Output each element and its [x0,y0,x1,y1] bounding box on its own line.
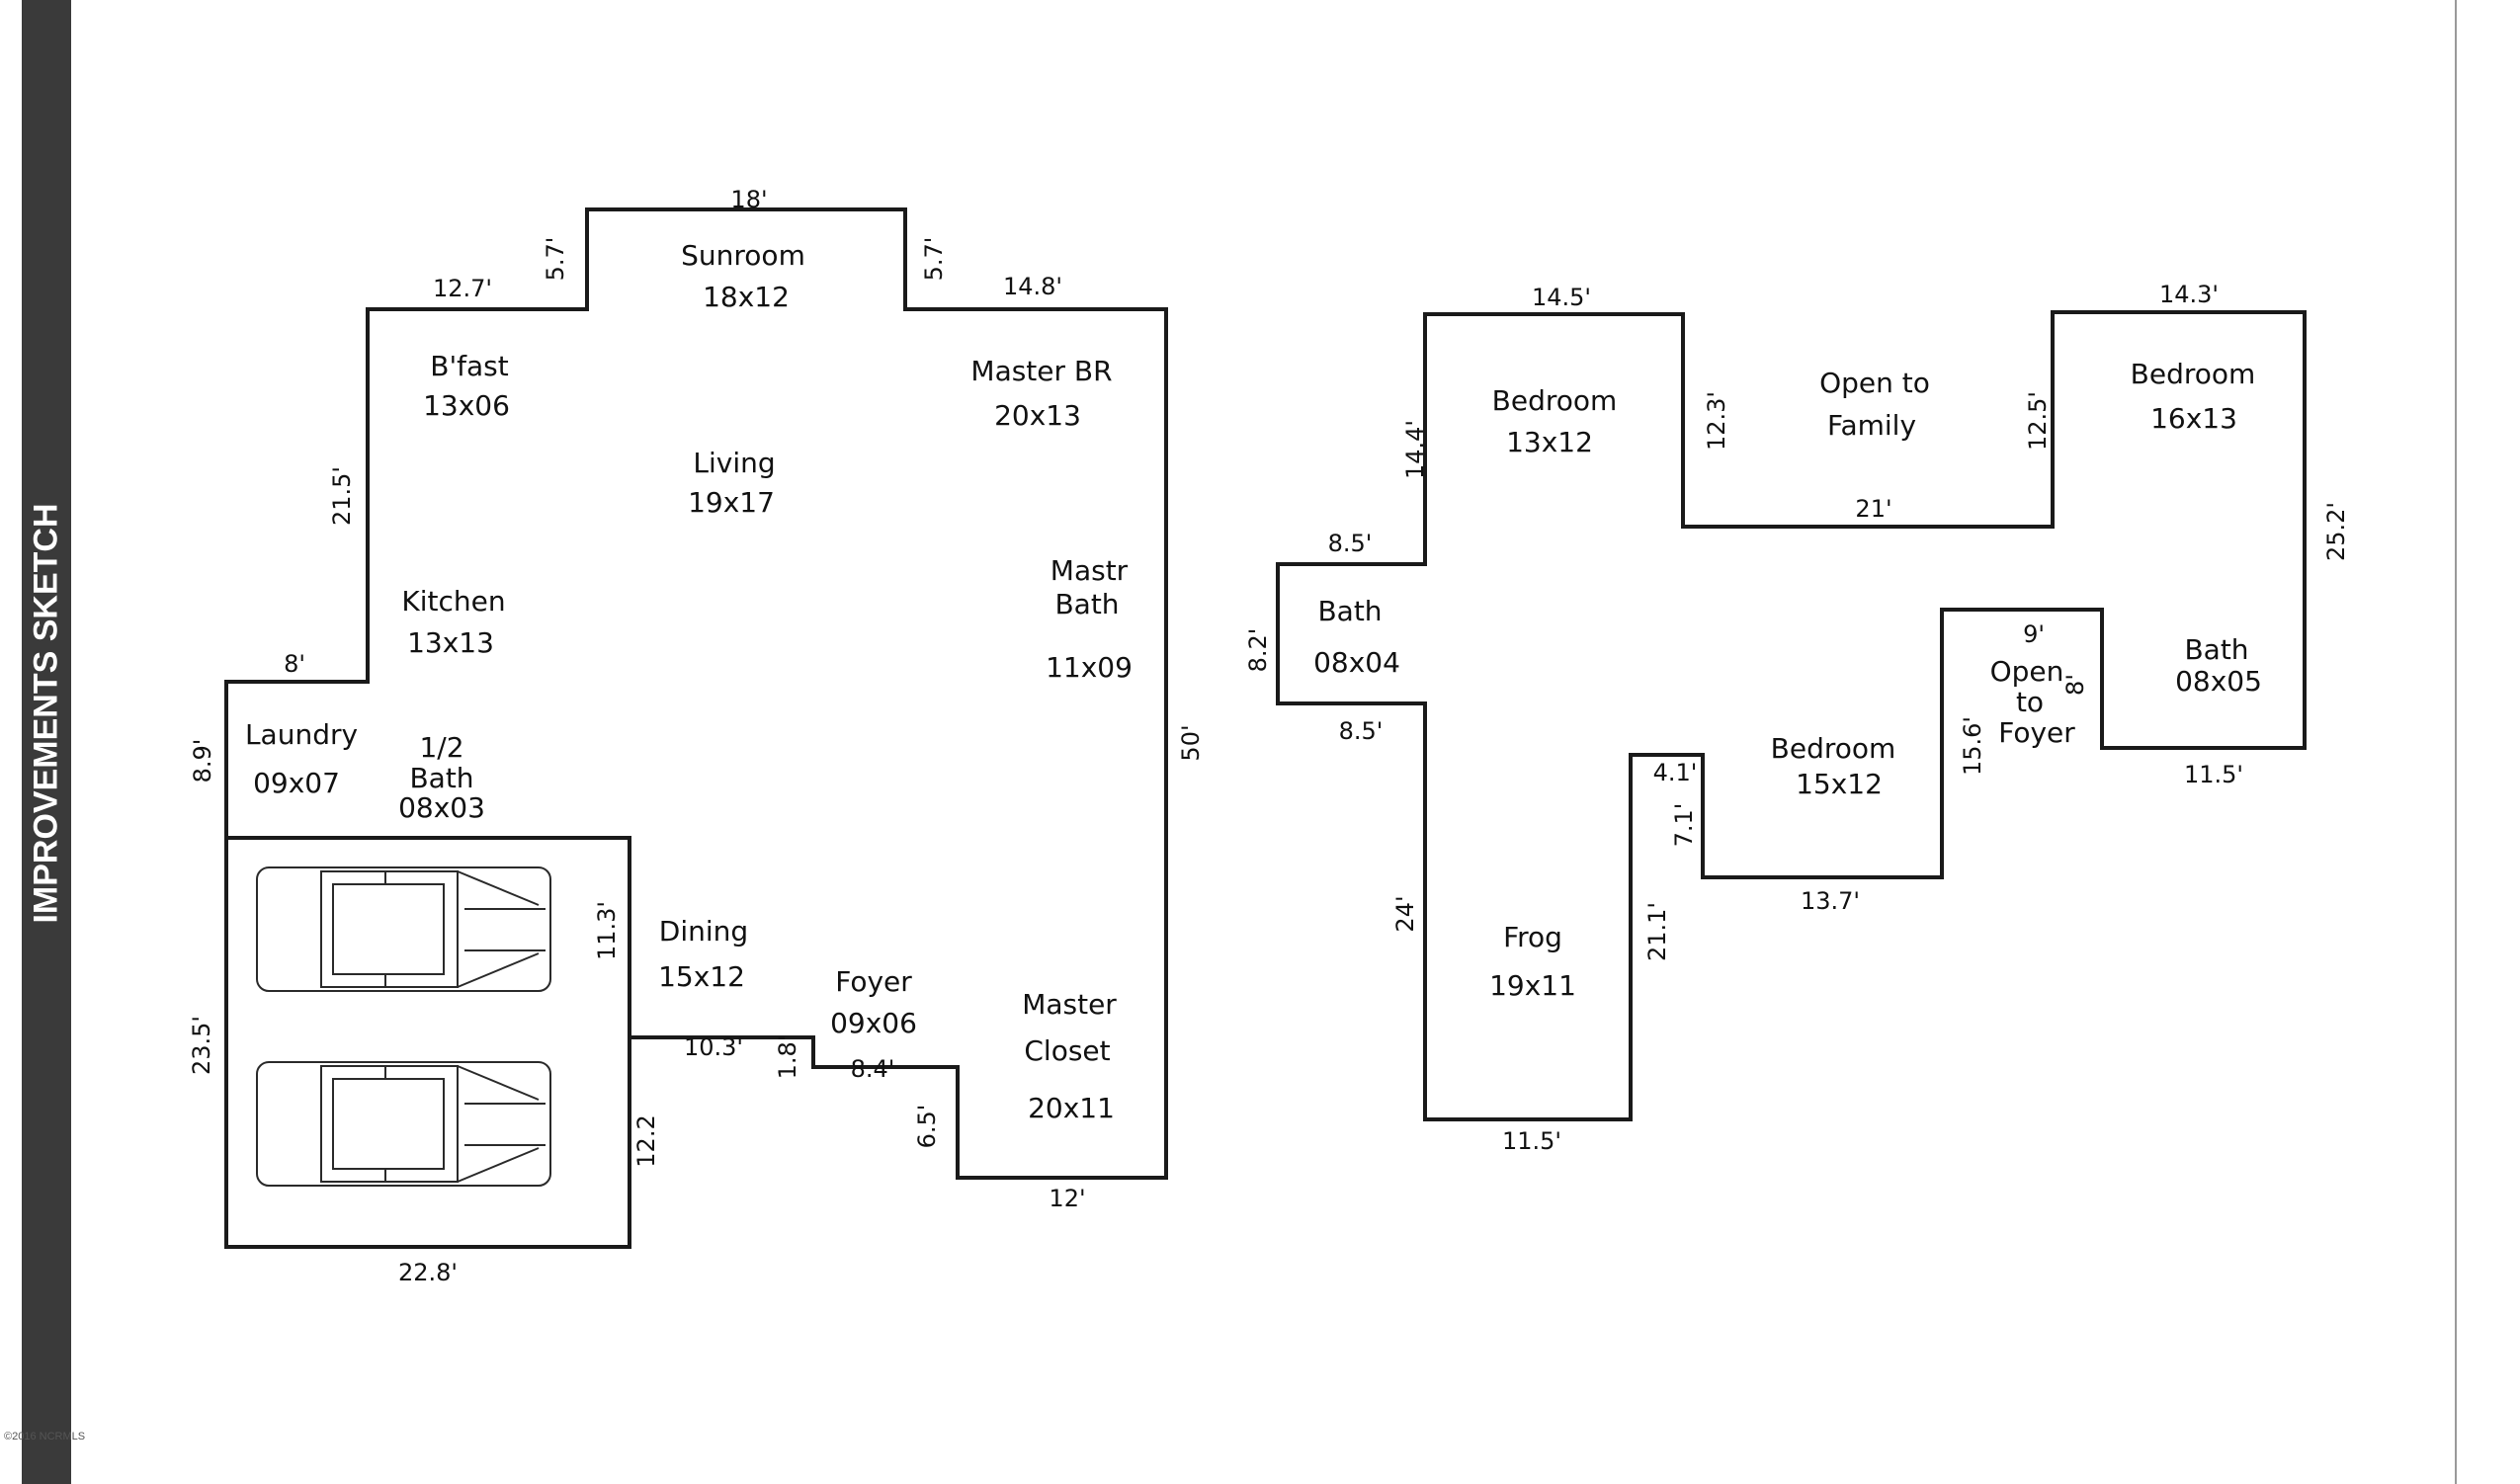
second-floor-outline [1276,310,2307,1121]
dim-closet-bottom: 12' [1049,1185,1085,1212]
dim-laundry-top: 8' [284,650,305,678]
dim-laundry-left: 8.9' [189,739,216,783]
garage-car-top [256,866,551,992]
room-name-bedroom-b: Bedroom [2131,358,2256,390]
room-name-mastr-bath-1: Mastr [1050,554,1129,587]
room-name-dining: Dining [659,915,748,948]
room-size-dining: 15x12 [658,960,745,993]
dim-foyer-bottom: 8.4' [851,1055,895,1083]
room-size-bedroom-a: 13x12 [1506,426,1593,458]
room-name-master-closet-1: Master [1022,988,1117,1021]
room-name-open-foyer-1: Open [1990,655,2064,688]
dim-right-wall-upper: 25.2' [2322,502,2350,561]
room-size-master-br: 20x13 [994,399,1081,432]
dim-kitchen-left: 21.5' [328,466,356,526]
dim-open-family-bottom: 21' [1855,495,1891,523]
dim-garage-left: 23.5' [188,1016,215,1075]
room-size-half-bath: 08x03 [398,791,485,824]
room-name-half-bath-2: Bath [409,762,473,794]
dim-sunroom-right: 5.7' [920,237,948,282]
dim-garage-right: 12.2 [632,1114,660,1167]
room-name-mastr-bath-2: Bath [1054,588,1119,620]
room-size-frog: 19x11 [1489,969,1576,1002]
room-size-foyer: 09x06 [830,1007,917,1039]
dim-bedroom-c-bottom: 13.7' [1801,887,1860,915]
dim-master-top: 14.8' [1003,273,1062,300]
dim-frog-right: 21.1' [1643,902,1671,961]
dim-frog-step-top: 4.1' [1653,759,1698,786]
dim-open-foyer-right: 8' [2061,674,2089,696]
dim-bedroom-a-top: 14.5' [1532,284,1591,311]
dim-frog-bottom: 11.5' [1502,1127,1561,1155]
room-name-master-br: Master BR [970,355,1112,387]
room-size-bath-a: 08x04 [1313,646,1400,679]
room-name-sunroom: Sunroom [681,239,805,272]
copyright-notice: ©2016 NCRMLS [4,1431,86,1443]
sidebar-strip [22,0,71,1484]
dim-bfast-top: 12.7' [433,275,492,302]
room-name-open-foyer-3: Foyer [1998,716,2075,749]
room-name-master-closet-2: Closet [1024,1034,1110,1067]
page-border [2455,0,2457,1484]
room-name-open-family-2: Family [1827,409,1916,442]
room-name-bath-a: Bath [1317,595,1382,627]
room-name-open-family-1: Open to [1819,367,1930,399]
dim-bedroom-c-left: 7.1' [1670,803,1698,848]
room-size-mastr-bath: 11x09 [1046,651,1133,684]
room-name-bedroom-a: Bedroom [1492,384,1618,417]
dim-bedroom-a-left: 14.4' [1401,420,1429,479]
dim-open-family-left: 12.3' [1703,391,1730,451]
room-name-bedroom-c: Bedroom [1771,732,1896,765]
room-name-half-bath-1: 1/2 [419,731,463,764]
dim-open-foyer-top: 9' [2023,620,2045,648]
first-floor-outline [224,207,1168,1180]
room-name-frog: Frog [1503,921,1562,953]
room-name-living: Living [693,447,775,479]
dim-dining-bottom: 10.3' [684,1033,743,1061]
garage-outline [224,836,631,1249]
dim-open-family-right: 12.5' [2024,391,2052,451]
room-name-foyer: Foyer [835,965,912,998]
room-size-sunroom: 18x12 [703,281,790,313]
room-name-open-foyer-2: to [2016,686,2044,718]
dim-right-wall: 50' [1177,724,1205,761]
dim-closet-left: 6.5' [913,1105,941,1149]
room-size-laundry: 09x07 [253,767,340,799]
room-name-bfast: B'fast [430,350,509,382]
room-size-bedroom-c: 15x12 [1796,768,1883,800]
room-name-bath-b: Bath [2184,633,2248,666]
dim-foyer-step: 1.8' [774,1035,801,1080]
room-size-living: 19x17 [688,486,775,519]
room-size-bfast: 13x06 [423,389,510,422]
room-size-master-closet: 20x11 [1028,1092,1115,1124]
room-name-kitchen: Kitchen [401,585,505,618]
dim-bath-b-bottom: 11.5' [2184,761,2243,788]
dim-bedroom-b-top: 14.3' [2159,281,2219,308]
dim-bedroom-c-right: 15.6' [1959,716,1986,776]
dim-bath-a-bottom: 8.5' [1339,717,1384,745]
dim-dining-left: 11.3' [593,901,621,960]
room-size-bedroom-b: 16x13 [2150,402,2237,435]
dim-bath-a-left: 8.2' [1244,628,1272,673]
room-size-kitchen: 13x13 [407,626,494,659]
room-size-bath-b: 08x05 [2175,665,2262,698]
dim-frog-left: 24' [1391,895,1419,932]
dim-sunroom-top: 18' [730,186,767,213]
garage-car-bottom [256,1061,551,1187]
room-name-laundry: Laundry [245,718,358,751]
dim-bath-a-top: 8.5' [1328,530,1373,557]
dim-garage-bottom: 22.8' [398,1259,458,1286]
dim-sunroom-left: 5.7' [542,237,569,282]
